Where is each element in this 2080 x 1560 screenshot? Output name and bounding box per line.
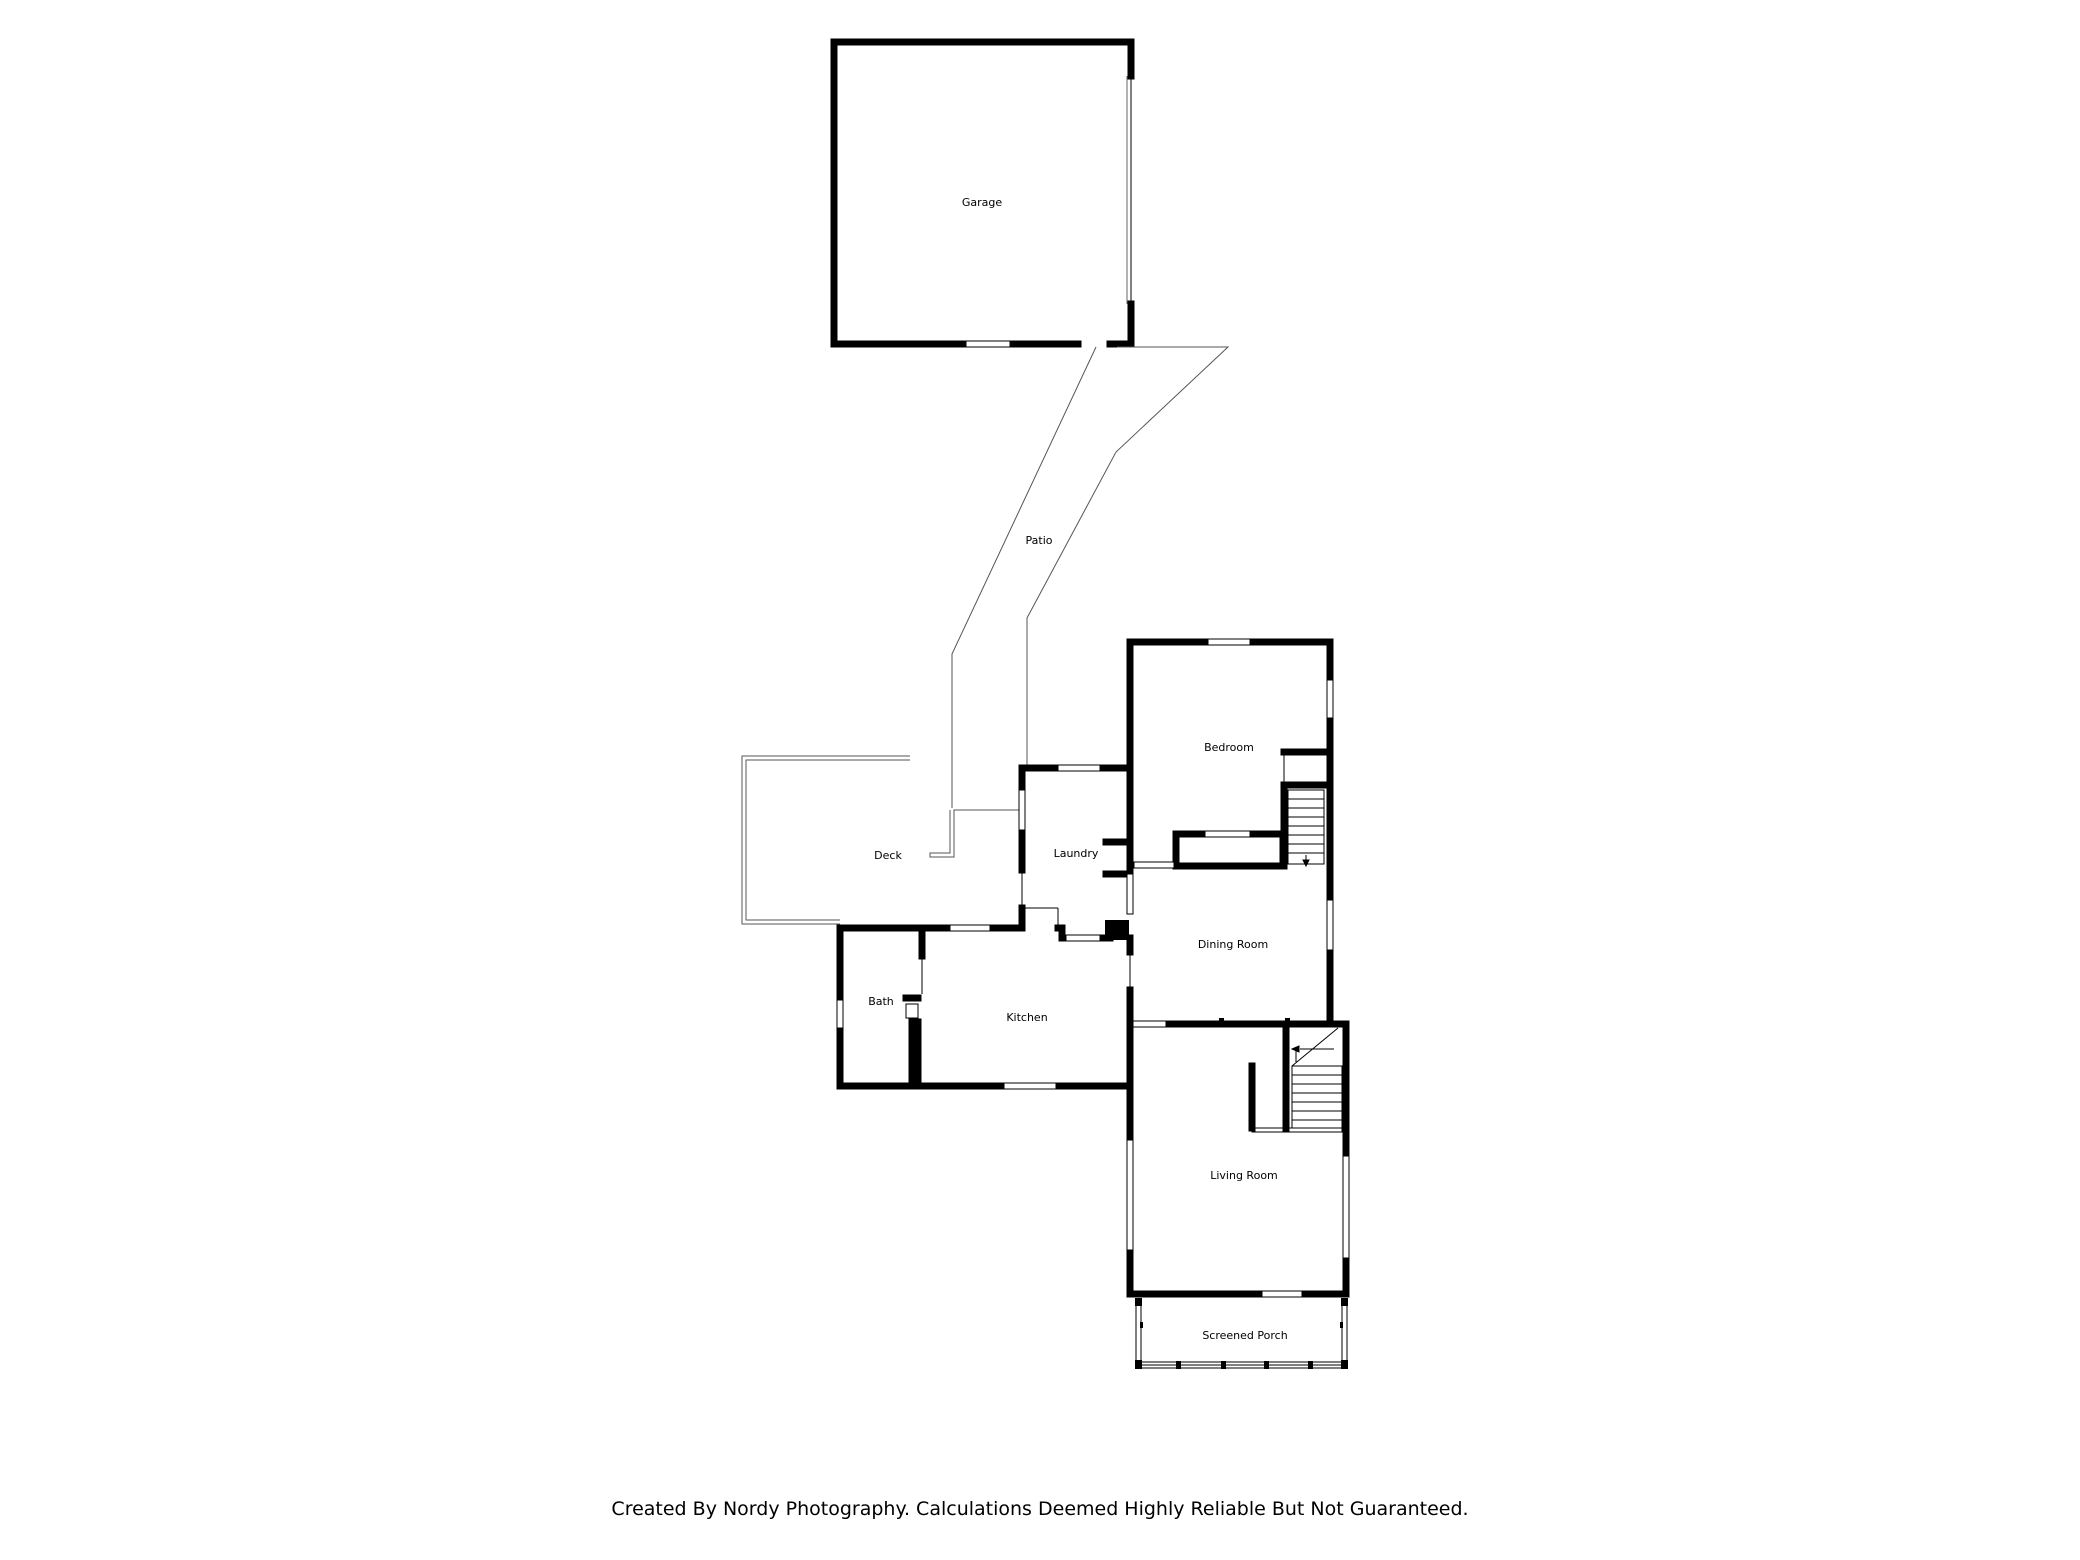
deck-outline (741, 755, 1020, 925)
front-door (1261, 1290, 1303, 1298)
garage-walls (830, 38, 1135, 348)
living-room-walls (1126, 1020, 1350, 1298)
label-screened-porch: Screened Porch (1202, 1329, 1287, 1342)
patio-outline (951, 346, 1230, 808)
bedroom-window-right (1326, 679, 1334, 719)
bedroom-walls (1126, 638, 1334, 872)
garage-window (965, 340, 1011, 348)
laundry-window-top (1057, 764, 1101, 772)
credit-footer: Created By Nordy Photography. Calculatio… (611, 1498, 1469, 1520)
dining-room-walls (1126, 862, 1334, 1028)
kitchen-walls (918, 924, 1134, 1090)
label-living-room: Living Room (1210, 1169, 1278, 1182)
kitchen-window-bottom (1003, 1082, 1057, 1090)
kitchen-window-top (949, 924, 991, 932)
label-garage: Garage (962, 196, 1003, 209)
bedroom-stairs (1287, 789, 1325, 868)
living-window-left (1126, 1139, 1134, 1251)
bath-walls (836, 924, 954, 1090)
label-bedroom: Bedroom (1204, 741, 1254, 754)
living-room-stairs (1251, 1027, 1343, 1133)
dining-window-left (1126, 873, 1134, 915)
label-dining-room: Dining Room (1198, 938, 1268, 951)
bedroom-window-top (1207, 638, 1251, 646)
label-patio: Patio (1026, 534, 1053, 547)
closet-door (1204, 830, 1251, 838)
porch-posts (1135, 1298, 1348, 1369)
laundry-window-left (1018, 789, 1026, 831)
label-bath: Bath (868, 995, 894, 1008)
dining-window-right (1326, 899, 1334, 951)
chimney (1105, 920, 1129, 940)
label-kitchen: Kitchen (1006, 1011, 1047, 1024)
label-deck: Deck (874, 849, 902, 862)
bath-window (836, 999, 844, 1029)
living-window-right (1342, 1155, 1350, 1259)
label-laundry: Laundry (1054, 847, 1099, 860)
